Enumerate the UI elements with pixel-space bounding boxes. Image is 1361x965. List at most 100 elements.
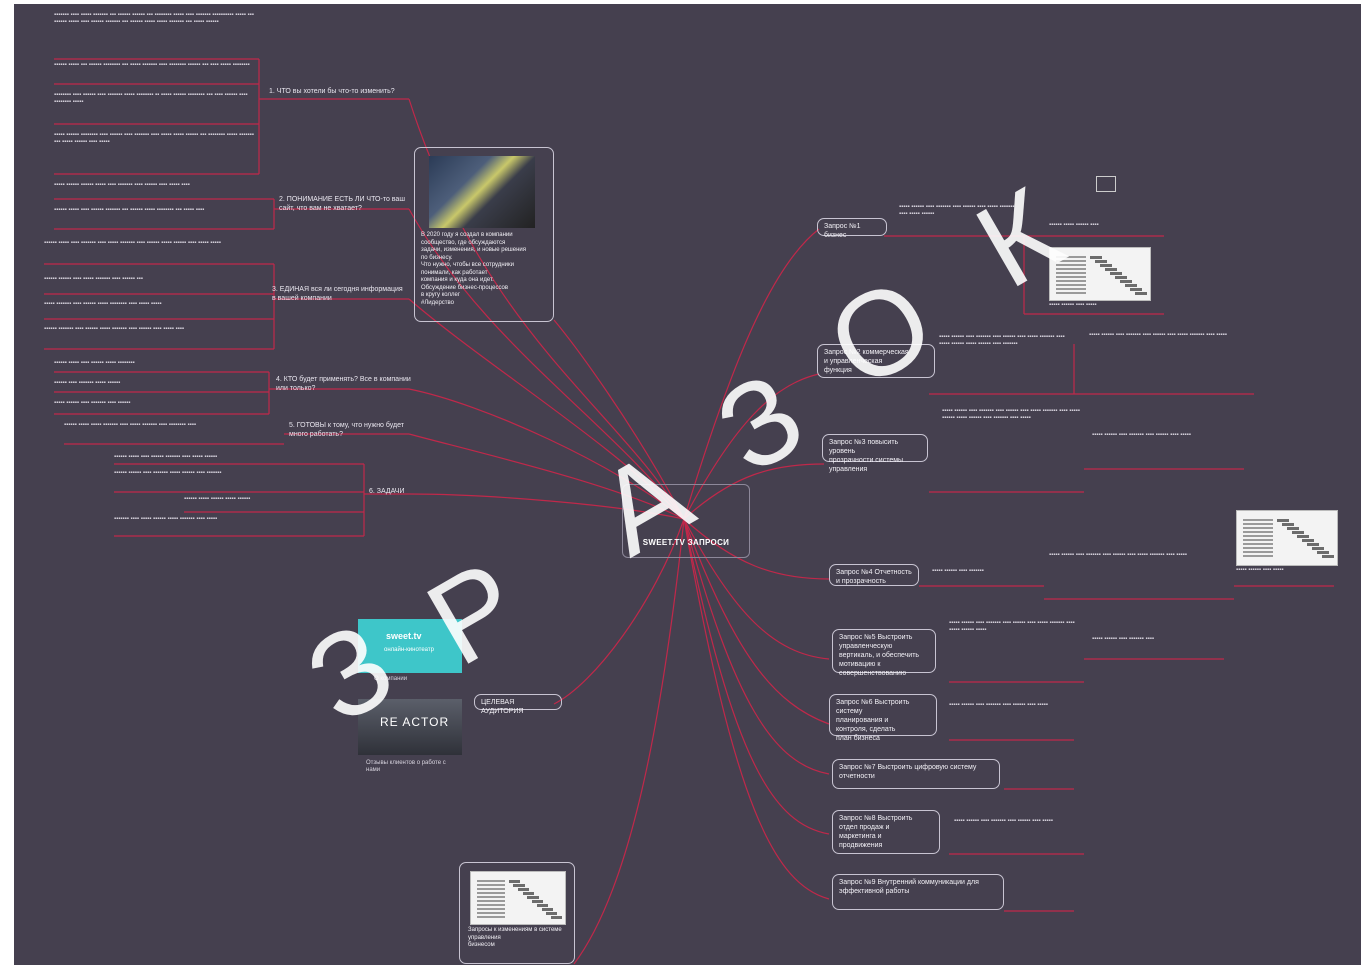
- thumb-row: [476, 912, 505, 914]
- thumb-row: [1243, 543, 1273, 545]
- thumb-bar: [1110, 272, 1122, 275]
- thumb-bar: [518, 888, 530, 891]
- request-8-notes: ▪▪▪▪▪ ▪▪▪▪▪▪ ▪▪▪▪ ▪▪▪▪▪▪▪ ▪▪▪▪ ▪▪▪▪▪▪ ▪▪…: [954, 818, 1053, 824]
- left-branch-2[interactable]: 2. ПОНИМАНИЕ ЕСТЬ ЛИ ЧТО-то ваш сайт, чт…: [279, 196, 405, 212]
- thumb-bar: [522, 892, 534, 895]
- thumb-row: [476, 904, 505, 906]
- thumb-row: [476, 908, 505, 910]
- request-1-caption: ▪▪▪▪▪ ▪▪▪▪▪▪ ▪▪▪▪ ▪▪▪▪▪: [1049, 302, 1097, 308]
- thumb-row: [1243, 527, 1273, 529]
- request-4-notes: ▪▪▪▪▪ ▪▪▪▪▪▪ ▪▪▪▪ ▪▪▪▪▪▪▪: [932, 568, 984, 574]
- left-branch-5[interactable]: 5. ГОТОВЫ к тому, что нужно будет много …: [289, 422, 404, 438]
- request-6[interactable]: Запрос №6 Выстроить систему планирования…: [829, 694, 937, 742]
- thumb-row: [1243, 539, 1273, 541]
- thumb-bar: [1135, 292, 1147, 295]
- thumb-bar: [508, 880, 520, 883]
- thumb-row: [476, 916, 505, 918]
- left-branch-3[interactable]: 3. ЕДИНАЯ вся ли сегодня информация в ва…: [272, 286, 403, 302]
- note-block: ▪▪▪▪▪▪ ▪▪▪▪▪ ▪▪▪▪ ▪▪▪▪▪▪ ▪▪▪▪▪▪▪ ▪▪▪▪ ▪▪…: [114, 454, 218, 460]
- request-1-link: ▪▪▪▪▪▪ ▪▪▪▪▪ ▪▪▪▪▪▪ ▪▪▪▪: [1049, 222, 1099, 228]
- note-block: ▪▪▪▪▪▪▪ ▪▪▪▪ ▪▪▪▪▪ ▪▪▪▪▪▪▪ ▪▪▪ ▪▪▪▪▪▪ ▪▪…: [54, 12, 254, 25]
- thumb-bar: [1105, 268, 1117, 271]
- root-topic[interactable]: SWEET.TV ЗАПРОСИ: [622, 484, 750, 558]
- note-block: ▪▪▪▪▪▪ ▪▪▪▪▪ ▪▪▪▪ ▪▪▪▪▪▪ ▪▪▪▪▪ ▪▪▪▪▪▪▪▪: [54, 360, 135, 366]
- frame-icon[interactable]: [1096, 176, 1116, 192]
- request-5[interactable]: Запрос №5 Выстроить управленческую верти…: [832, 629, 936, 677]
- thumb-bar: [1125, 284, 1137, 287]
- note-block: ▪▪▪▪▪ ▪▪▪▪▪▪ ▪▪▪▪▪▪▪▪ ▪▪▪▪ ▪▪▪▪▪▪ ▪▪▪▪ ▪…: [54, 132, 254, 145]
- note-block: ▪▪▪▪▪▪ ▪▪▪▪▪ ▪▪▪▪▪▪ ▪▪▪▪▪ ▪▪▪▪▪▪: [184, 496, 251, 502]
- request-4-side: ▪▪▪▪▪ ▪▪▪▪▪▪ ▪▪▪▪ ▪▪▪▪▪▪▪ ▪▪▪▪ ▪▪▪▪▪▪ ▪▪…: [1049, 552, 1187, 558]
- thumb-row: [1056, 256, 1086, 258]
- re-actor-card[interactable]: RE ACTOR: [358, 699, 462, 755]
- request-6-notes: ▪▪▪▪▪ ▪▪▪▪▪▪ ▪▪▪▪ ▪▪▪▪▪▪▪ ▪▪▪▪ ▪▪▪▪▪▪ ▪▪…: [949, 702, 1048, 708]
- request-3[interactable]: Запрос №3 повысить уровень прозрачности …: [822, 434, 928, 473]
- left-branch-6[interactable]: 6. ЗАДАЧИ: [369, 488, 405, 495]
- thumb-bar: [1322, 555, 1334, 558]
- thumb-row: [1243, 535, 1273, 537]
- request-9[interactable]: Запрос №9 Внутренний коммуникации для эф…: [832, 874, 1004, 910]
- left-branch-4[interactable]: 4. КТО будет применять? Все в компании и…: [276, 376, 411, 392]
- thumb-bar: [1302, 539, 1314, 542]
- thumb-row: [1243, 531, 1273, 533]
- team-photo: [429, 156, 535, 228]
- thumb-bar: [1100, 264, 1112, 267]
- note-block: ▪▪▪▪▪▪▪▪ ▪▪▪▪ ▪▪▪▪▪▪ ▪▪▪▪ ▪▪▪▪▪▪▪ ▪▪▪▪▪ …: [54, 92, 248, 105]
- request-2[interactable]: Запрос №2 коммерческая и управленческая …: [817, 344, 935, 378]
- thumb-bar: [1317, 551, 1329, 554]
- thumb-row: [476, 892, 505, 894]
- note-block: ▪▪▪▪▪▪ ▪▪▪▪▪▪ ▪▪▪▪ ▪▪▪▪▪▪▪ ▪▪▪▪▪ ▪▪▪▪▪▪ …: [114, 470, 222, 476]
- thumb-bar: [1312, 547, 1324, 550]
- target-audience-topic[interactable]: ЦЕЛЕВАЯ АУДИТОРИЯ: [474, 694, 562, 715]
- note-block: ▪▪▪▪▪▪ ▪▪▪▪▪▪ ▪▪▪▪ ▪▪▪▪▪ ▪▪▪▪▪▪▪ ▪▪▪▪ ▪▪…: [44, 276, 143, 282]
- re-actor-caption: Отзывы клиентов о работе с нами: [366, 760, 446, 773]
- thumb-row: [1243, 547, 1273, 549]
- thumb-row: [476, 900, 505, 902]
- thumb-bar: [1287, 527, 1299, 530]
- thumb-row: [1056, 264, 1086, 266]
- thumb-row: [1243, 551, 1273, 553]
- gantt-thumbnail: [470, 871, 566, 925]
- gantt-thumbnail[interactable]: [1049, 247, 1151, 301]
- thumb-bar: [1277, 519, 1289, 522]
- thumb-bar: [536, 904, 549, 907]
- sweet-tv-card[interactable]: sweet.tv онлайн-кинотеатр: [358, 619, 462, 673]
- thumb-bar: [1297, 535, 1309, 538]
- note-block: ▪▪▪▪▪▪ ▪▪▪▪▪ ▪▪▪▪ ▪▪▪▪▪▪ ▪▪▪▪▪▪▪ ▪▪▪ ▪▪▪…: [54, 207, 205, 213]
- request-8[interactable]: Запрос №8 Выстроить отдел продаж и марке…: [832, 810, 940, 854]
- request-1-notes: ▪▪▪▪▪ ▪▪▪▪▪▪ ▪▪▪▪ ▪▪▪▪▪▪▪ ▪▪▪▪ ▪▪▪▪▪▪ ▪▪…: [899, 204, 1015, 217]
- note-block: ▪▪▪▪▪▪▪ ▪▪▪▪ ▪▪▪▪▪ ▪▪▪▪▪▪ ▪▪▪▪▪ ▪▪▪▪▪▪▪ …: [114, 516, 218, 522]
- thumb-bar: [513, 884, 525, 887]
- request-5-side: ▪▪▪▪▪ ▪▪▪▪▪▪ ▪▪▪▪ ▪▪▪▪▪▪▪ ▪▪▪▪: [1092, 636, 1154, 642]
- request-7[interactable]: Запрос №7 Выстроить цифровую систему отч…: [832, 759, 1000, 789]
- thumb-row: [1056, 272, 1086, 274]
- thumb-bar: [546, 912, 558, 915]
- thumb-row: [476, 880, 505, 882]
- note-block: ▪▪▪▪▪▪ ▪▪▪▪▪ ▪▪▪▪ ▪▪▪▪▪▪▪ ▪▪▪▪ ▪▪▪▪▪ ▪▪▪…: [44, 240, 221, 246]
- thumb-bar: [1090, 256, 1102, 259]
- photo-card-text: В 2020 году я создал в компании сообщест…: [421, 232, 526, 306]
- photo-card[interactable]: В 2020 году я создал в компании сообщест…: [414, 147, 554, 322]
- left-branch-1[interactable]: 1. ЧТО вы хотели бы что-то изменить?: [269, 88, 395, 95]
- thumb-row: [476, 896, 505, 898]
- note-block: ▪▪▪▪▪ ▪▪▪▪▪▪▪ ▪▪▪▪ ▪▪▪▪▪▪ ▪▪▪▪▪ ▪▪▪▪▪▪▪▪…: [44, 301, 162, 307]
- root-label: SWEET.TV ЗАПРОСИ: [642, 538, 730, 547]
- mindmap-canvas: ▪▪▪▪▪▪▪ ▪▪▪▪ ▪▪▪▪▪ ▪▪▪▪▪▪▪ ▪▪▪ ▪▪▪▪▪▪ ▪▪…: [14, 4, 1361, 965]
- bottom-card[interactable]: Запросы к изменениям в системе управлени…: [459, 862, 575, 964]
- thumb-row: [1056, 276, 1086, 278]
- request-2-side: ▪▪▪▪▪ ▪▪▪▪▪▪ ▪▪▪▪ ▪▪▪▪▪▪▪ ▪▪▪▪ ▪▪▪▪▪▪ ▪▪…: [1089, 332, 1227, 338]
- request-1[interactable]: Запрос №1 бизнес: [817, 218, 887, 239]
- bottom-card-text: Запросы к изменениям в системе управлени…: [468, 927, 562, 948]
- sweet-tv-caption: О компании: [374, 676, 408, 682]
- note-block: ▪▪▪▪▪▪ ▪▪▪▪▪ ▪▪▪▪▪ ▪▪▪▪▪▪▪ ▪▪▪▪ ▪▪▪▪▪ ▪▪…: [64, 422, 196, 428]
- thumb-bar: [1095, 260, 1107, 263]
- request-4[interactable]: Запрос №4 Отчетность и прозрачность: [829, 564, 919, 586]
- thumb-bar: [532, 900, 544, 903]
- thumb-row: [1056, 280, 1086, 282]
- request-5-notes: ▪▪▪▪▪ ▪▪▪▪▪▪ ▪▪▪▪ ▪▪▪▪▪▪▪ ▪▪▪▪ ▪▪▪▪▪▪ ▪▪…: [949, 620, 1075, 633]
- gantt-thumbnail[interactable]: [1236, 510, 1338, 566]
- thumb-row: [1056, 260, 1086, 262]
- thumb-row: [1056, 288, 1086, 290]
- thumb-bar: [527, 896, 539, 899]
- request-4-caption: ▪▪▪▪▪ ▪▪▪▪▪▪ ▪▪▪▪ ▪▪▪▪▪: [1236, 567, 1284, 573]
